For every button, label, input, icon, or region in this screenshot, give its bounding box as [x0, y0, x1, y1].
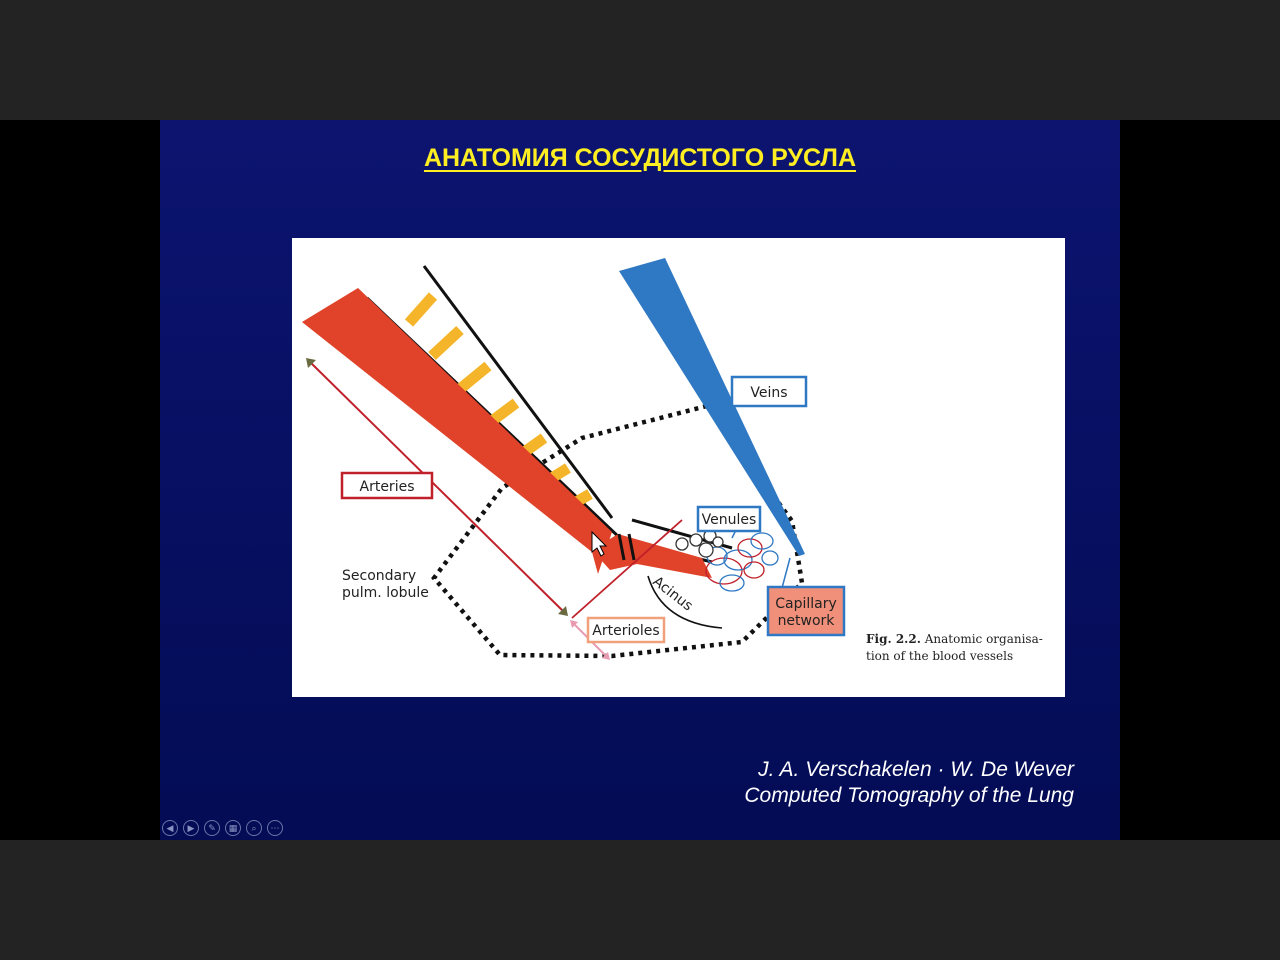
- anatomy-figure: Veins Arteries Venules Capillary network…: [292, 238, 1065, 697]
- vessel-diagram: Veins Arteries Venules Capillary network…: [302, 258, 846, 660]
- viewer-bottom-bar: [0, 840, 1280, 960]
- veins-label: Veins: [730, 375, 808, 408]
- svg-text:Veins: Veins: [750, 385, 787, 401]
- svg-text:pulm. lobule: pulm. lobule: [342, 585, 429, 601]
- pen-icon[interactable]: ✎: [204, 820, 220, 836]
- next-slide-icon[interactable]: ▶: [183, 820, 199, 836]
- caption-fig-number: Fig. 2.2.: [866, 632, 921, 646]
- letterbox-left: [0, 120, 160, 840]
- svg-text:Secondary: Secondary: [342, 568, 416, 584]
- letterbox-right: [1120, 120, 1280, 840]
- viewer-top-bar: [0, 0, 1280, 120]
- slideshow-controls: ◀ ▶ ✎ ▦ ⌕ ⋯: [162, 820, 283, 836]
- vein: [619, 258, 805, 556]
- svg-text:network: network: [778, 613, 836, 629]
- more-options-icon[interactable]: ⋯: [267, 820, 283, 836]
- previous-slide-icon[interactable]: ◀: [162, 820, 178, 836]
- mouse-cursor-icon: [591, 530, 608, 557]
- caption-line-1: Anatomic organisa-: [924, 632, 1043, 646]
- arteries-arrow: [309, 361, 565, 613]
- acinus-line: [571, 519, 683, 619]
- presentation-slide: АНАТОМИЯ СОСУДИСТОГО РУСЛА: [160, 120, 1120, 840]
- svg-text:Capillary: Capillary: [775, 596, 837, 612]
- acinus-arc: [647, 575, 723, 629]
- credit-authors: J. A. Verschakelen · W. De Wever: [758, 758, 1074, 781]
- slides-grid-icon[interactable]: ▦: [225, 820, 241, 836]
- venules-label: Venules: [696, 505, 762, 533]
- svg-text:Arterioles: Arterioles: [592, 623, 659, 639]
- figure-caption: Fig. 2.2. Anatomic organisa- tion of the…: [866, 631, 1056, 665]
- arterioles-label: Arterioles: [586, 616, 666, 644]
- source-credit: J. A. Verschakelen · W. De Wever Compute…: [744, 757, 1074, 809]
- artery: [302, 288, 712, 578]
- svg-text:Arteries: Arteries: [360, 479, 415, 495]
- credit-book-title: Computed Tomography of the Lung: [744, 784, 1074, 807]
- arteries-label: Arteries: [340, 471, 434, 500]
- caption-line-2: tion of the blood vessels: [866, 649, 1014, 663]
- secondary-lobule-label: Secondary pulm. lobule: [342, 568, 429, 601]
- svg-text:Venules: Venules: [702, 512, 757, 528]
- capillary-network-label: Capillary network: [766, 585, 846, 637]
- slide-title: АНАТОМИЯ СОСУДИСТОГО РУСЛА: [423, 144, 857, 172]
- zoom-icon[interactable]: ⌕: [246, 820, 262, 836]
